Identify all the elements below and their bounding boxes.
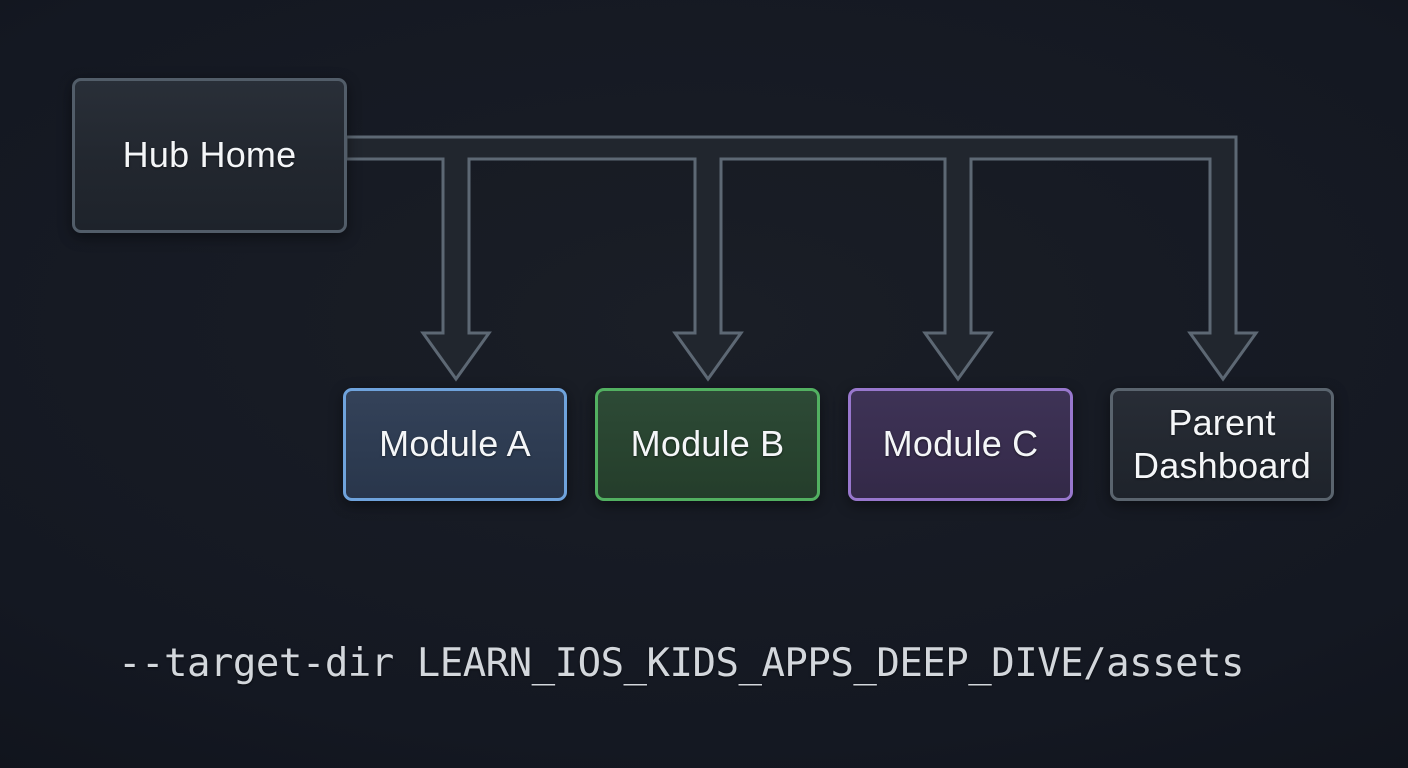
module-c-label: Module C <box>873 423 1049 465</box>
module-a-node: Module A <box>343 388 567 501</box>
module-a-label: Module A <box>369 423 541 465</box>
module-b-node: Module B <box>595 388 820 501</box>
parent-dashboard-node: Parent Dashboard <box>1110 388 1334 501</box>
target-dir-command-text: --target-dir LEARN_IOS_KIDS_APPS_DEEP_DI… <box>118 641 1244 686</box>
parent-dashboard-label: Parent Dashboard <box>1113 402 1331 487</box>
module-c-node: Module C <box>848 388 1073 501</box>
module-b-label: Module B <box>621 423 795 465</box>
hub-to-modules-connector-path <box>346 137 1256 379</box>
hub-home-node: Hub Home <box>72 78 347 233</box>
hub-home-label: Hub Home <box>113 134 307 176</box>
